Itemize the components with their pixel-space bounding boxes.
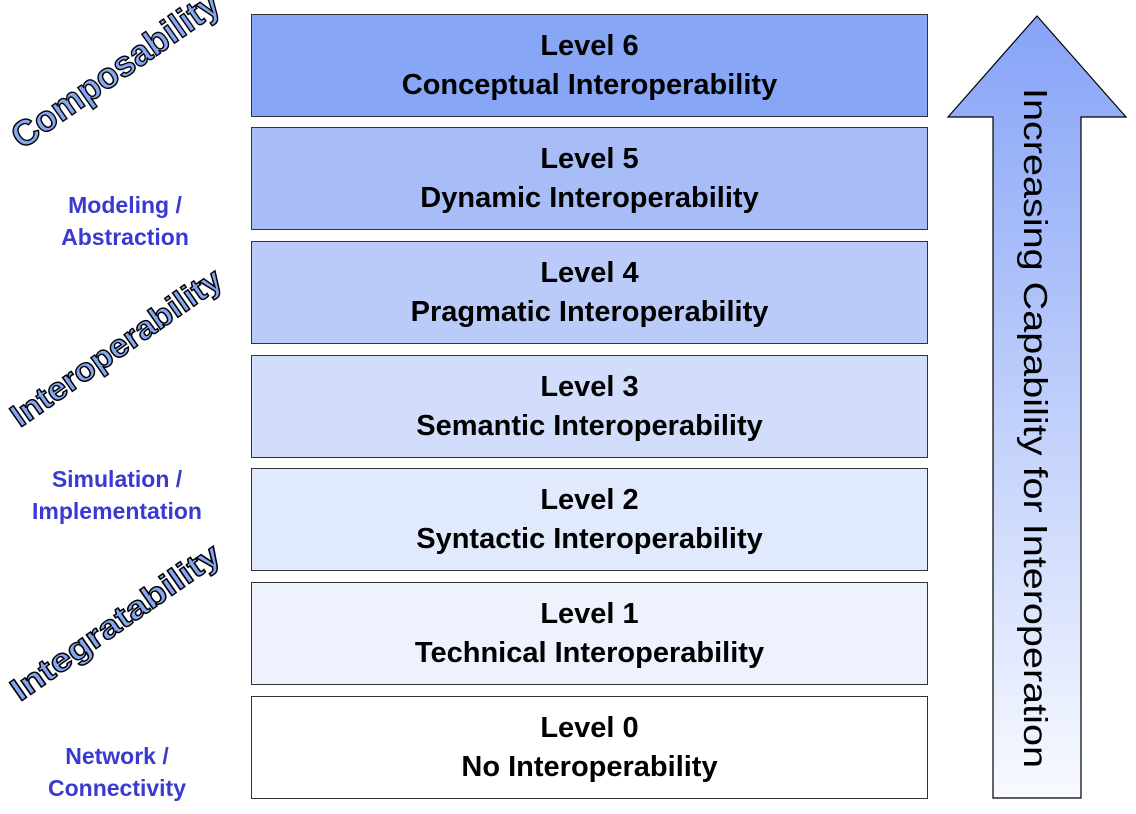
level-box-2: Level 2 Syntactic Interoperability <box>251 468 928 571</box>
arrow-label: Increasing Capability for Interoperation <box>1017 88 1054 768</box>
side-label-line: Simulation / <box>51 466 183 492</box>
side-label-line: Modeling / <box>68 192 182 218</box>
level-name: No Interoperability <box>461 750 718 783</box>
level-name: Syntactic Interoperability <box>416 522 763 555</box>
level-number: Level 6 <box>540 29 639 62</box>
side-label-line: Connectivity <box>47 775 187 801</box>
level-name: Dynamic Interoperability <box>420 181 759 214</box>
wordart-composability: Composability <box>3 0 227 157</box>
level-box-4: Level 4 Pragmatic Interoperability <box>251 241 928 344</box>
level-box-6: Level 6 Conceptual Interoperability <box>251 14 928 117</box>
level-number: Level 2 <box>540 483 639 516</box>
level-name: Semantic Interoperability <box>416 409 763 442</box>
level-box-3: Level 3 Semantic Interoperability <box>251 355 928 458</box>
side-label-network: Network / Connectivity <box>2 740 232 804</box>
level-box-0: Level 0 No Interoperability <box>251 696 928 799</box>
level-number: Level 4 <box>540 256 639 289</box>
wordart-interoperability: Interoperability <box>3 261 229 434</box>
level-number: Level 1 <box>540 597 639 630</box>
wordart-integratability: Integratability <box>3 536 227 708</box>
level-name: Technical Interoperability <box>414 636 765 669</box>
level-name: Pragmatic Interoperability <box>410 295 769 328</box>
up-arrow <box>946 15 1128 799</box>
side-label-line: Abstraction <box>61 224 189 250</box>
side-label-line: Network / <box>65 743 169 769</box>
level-box-1: Level 1 Technical Interoperability <box>251 582 928 685</box>
level-number: Level 0 <box>540 711 639 744</box>
level-number: Level 3 <box>540 370 639 403</box>
level-number: Level 5 <box>540 142 639 175</box>
side-label-modeling: Modeling / Abstraction <box>10 189 240 253</box>
side-label-simulation: Simulation / Implementation <box>2 463 232 527</box>
level-name: Conceptual Interoperability <box>401 68 778 101</box>
side-label-line: Implementation <box>32 498 202 524</box>
level-box-5: Level 5 Dynamic Interoperability <box>251 127 928 230</box>
